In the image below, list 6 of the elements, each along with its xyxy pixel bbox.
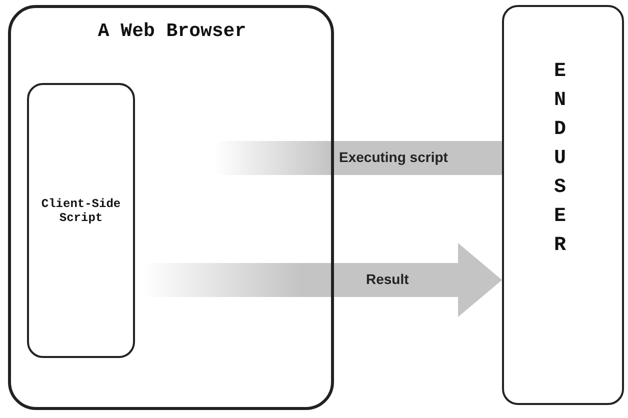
heading: A Web Browser [96,20,248,42]
rounded-box [502,5,624,405]
node-label: END USER [554,59,566,259]
rounded-box [8,5,334,410]
rounded-box [27,83,135,358]
node-label: Client-Side Script [40,197,122,225]
